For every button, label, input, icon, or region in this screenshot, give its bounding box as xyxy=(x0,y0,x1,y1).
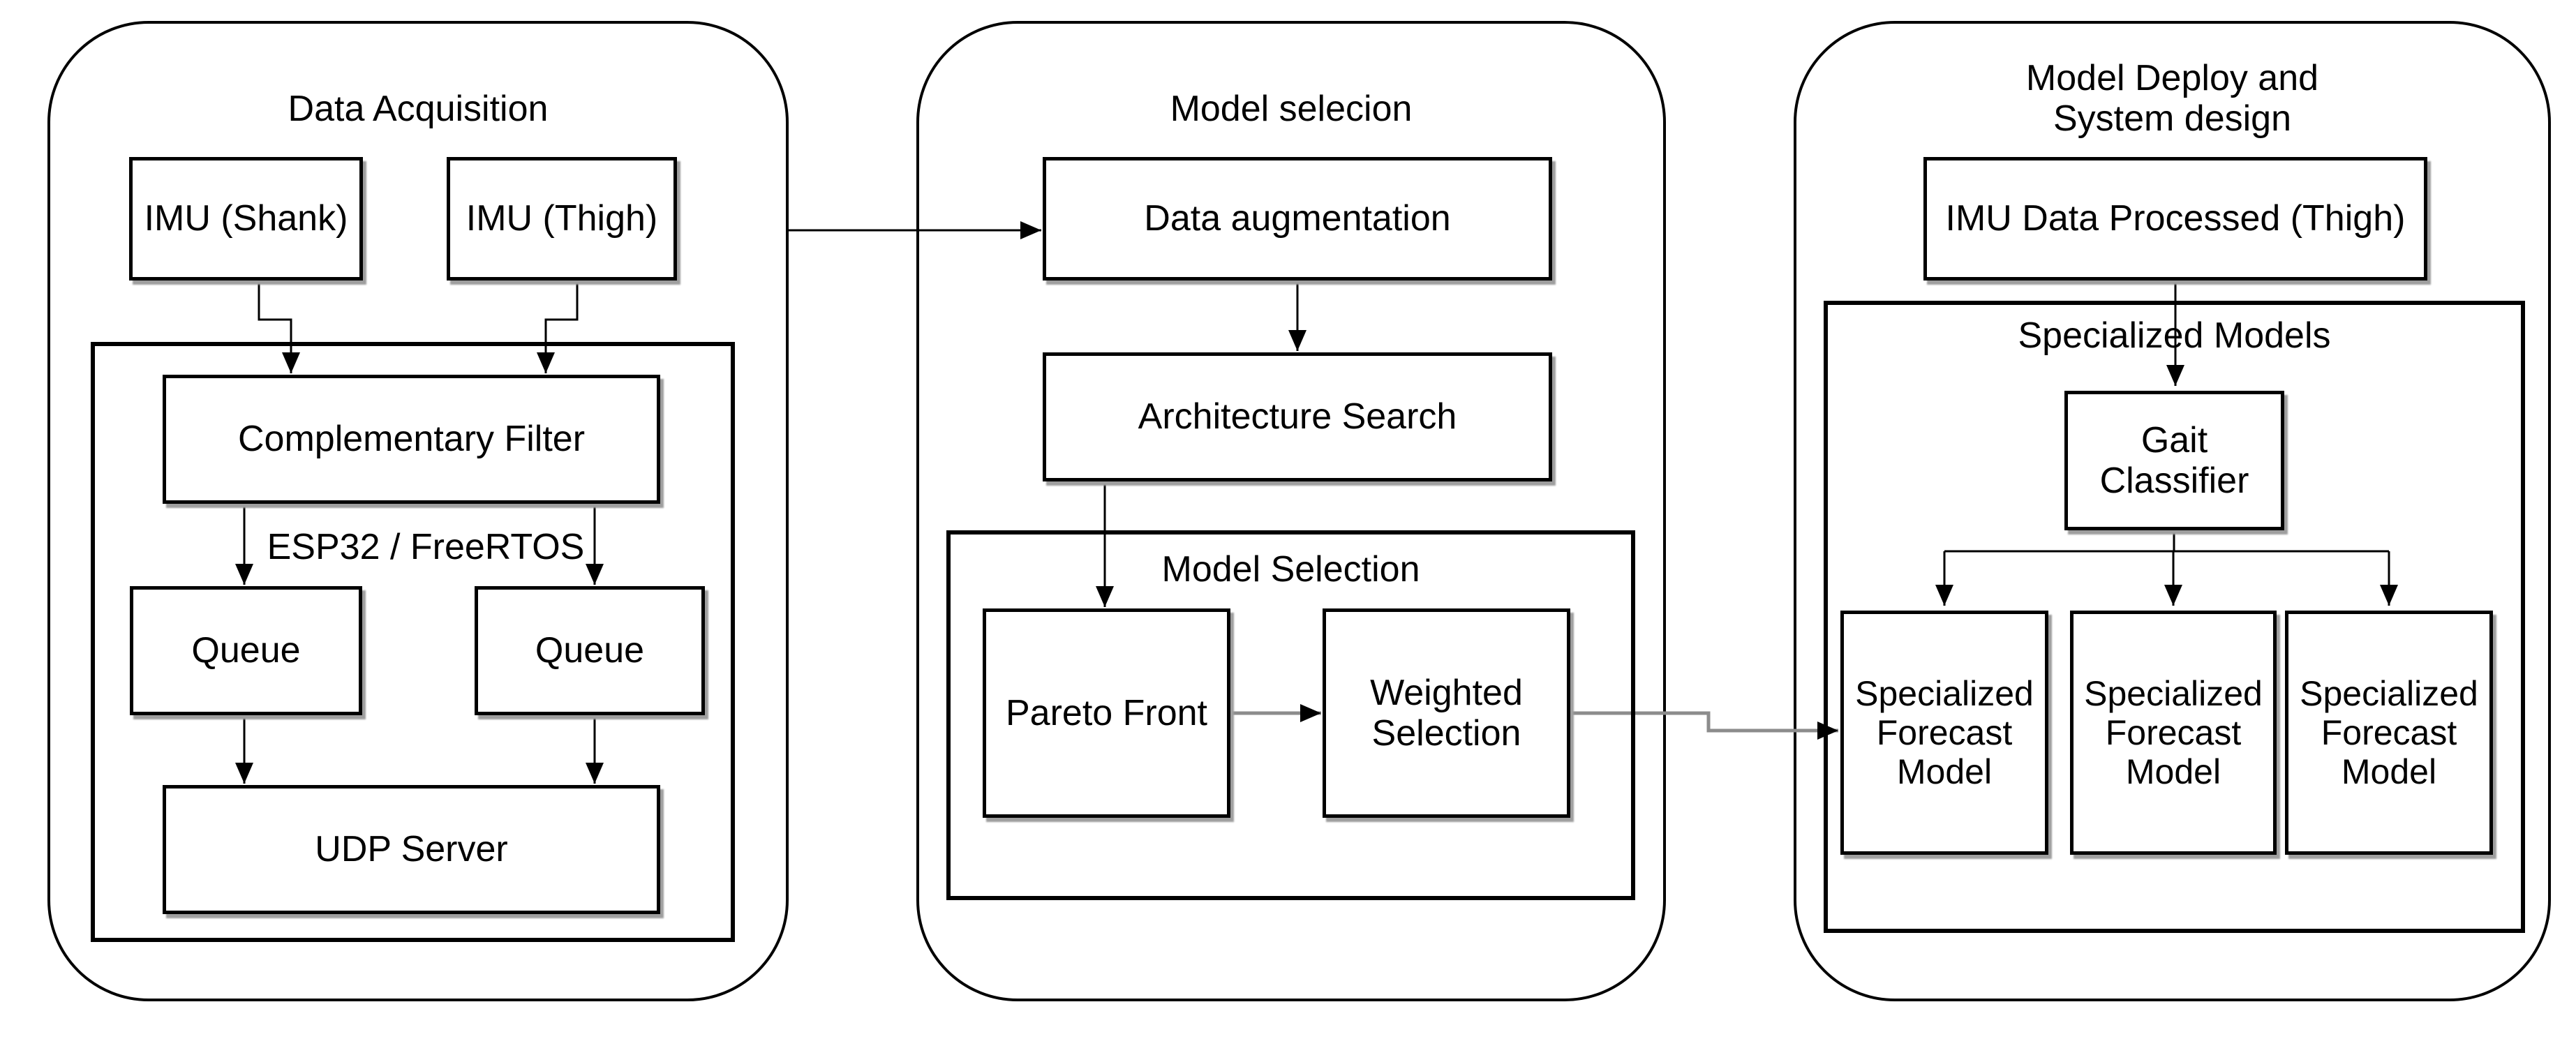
node-specialized-forecast-model-2: Specialized Forecast Model xyxy=(2070,611,2277,855)
group-esp32-container xyxy=(91,342,735,942)
group-label-specialized-models: Specialized Models xyxy=(2018,315,2331,356)
node-imu-data-processed: IMU Data Processed (Thigh) xyxy=(1923,157,2427,281)
panel-title-model-deploy-line1: Model Deploy and xyxy=(2025,57,2319,98)
arrow-weighted-selection-to-forecast-model xyxy=(1570,711,1838,740)
panel-title-data-acquisition: Data Acquisition xyxy=(288,88,549,129)
node-imu-thigh: IMU (Thigh) xyxy=(447,157,677,281)
node-weighted-selection: Weighted Selection xyxy=(1323,608,1570,818)
node-data-augmentation: Data augmentation xyxy=(1043,157,1552,281)
node-queue-right: Queue xyxy=(475,586,705,715)
node-specialized-forecast-model-3: Specialized Forecast Model xyxy=(2285,611,2493,855)
node-specialized-forecast-model-1: Specialized Forecast Model xyxy=(1840,611,2048,855)
line-gait-classifier-branch xyxy=(1944,530,2389,553)
group-specialized-models xyxy=(1824,301,2525,933)
node-queue-left: Queue xyxy=(130,586,362,715)
node-gait-classifier: Gait Classifier xyxy=(2064,391,2284,530)
group-model-selection xyxy=(946,530,1635,900)
node-complementary-filter: Complementary Filter xyxy=(163,375,660,504)
node-imu-shank: IMU (Shank) xyxy=(129,157,363,281)
group-label-model-selection: Model Selection xyxy=(1161,548,1420,590)
node-pareto-front: Pareto Front xyxy=(983,608,1230,818)
arrow-imu-thigh-to-complementary-filter xyxy=(537,281,579,373)
node-architecture-search: Architecture Search xyxy=(1043,352,1552,481)
panel-title-model-deploy-line2: System design xyxy=(2053,98,2292,139)
panel-title-model-selecion: Model selecion xyxy=(1170,88,1413,129)
label-esp32-freertos: ESP32 / FreeRTOS xyxy=(267,527,585,568)
arrow-imu-shank-to-complementary-filter xyxy=(258,281,300,373)
node-udp-server: UDP Server xyxy=(163,785,660,914)
